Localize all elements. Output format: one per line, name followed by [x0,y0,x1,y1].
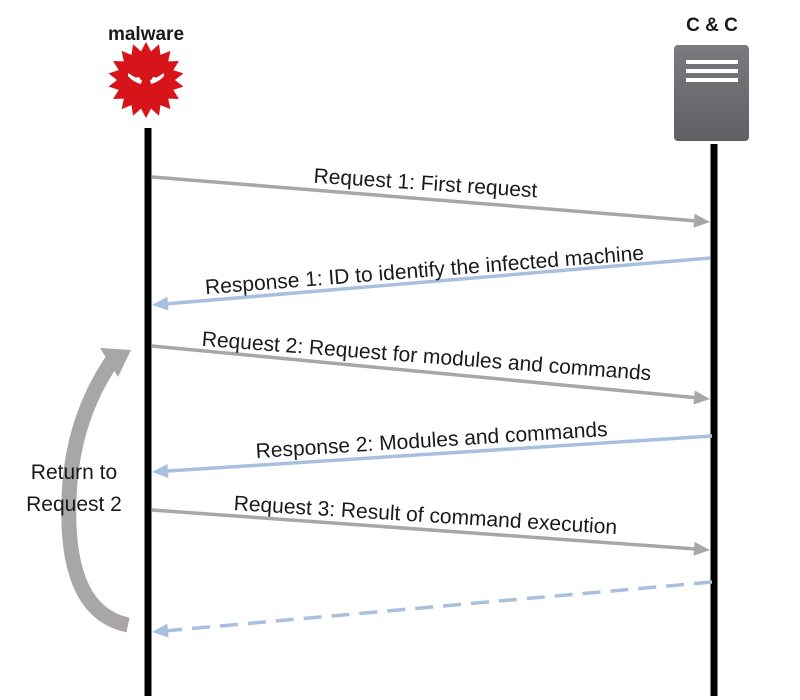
message-arrow-response-3 [152,580,713,638]
message-arrow-response-1 [152,256,711,311]
server-label: C & C [686,15,738,36]
malware-label: malware [108,24,184,45]
message-arrow-response-2 [152,434,713,478]
message-arrow-request-1 [151,175,710,228]
malware-virus-icon [108,42,184,118]
loop-label-line2: Request 2 [26,493,122,516]
message-arrow-request-2 [151,344,710,405]
server-icon [674,45,749,141]
message-label-response-2: Response 2: Modules and commands [255,418,608,463]
message-arrow-request-3 [151,508,710,556]
message-label-request-3: Request 3: Result of command execution [233,492,618,539]
loop-label-line1: Return to [31,461,117,484]
loop-back-arrow [61,348,131,633]
message-label-request-1: Request 1: First request [313,165,538,203]
